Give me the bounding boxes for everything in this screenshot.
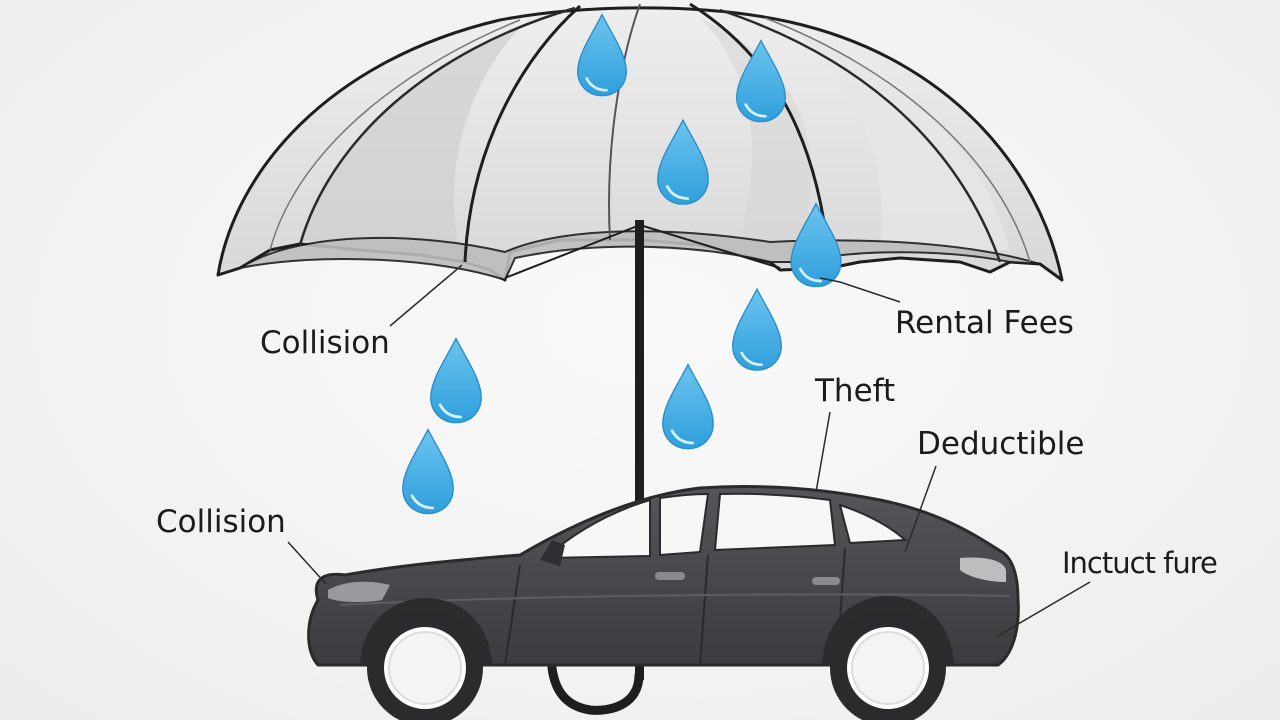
label-insurance: Inctuct fure	[1062, 546, 1218, 580]
label-collision-top: Collision	[260, 325, 390, 361]
leader-lines	[287, 264, 1091, 638]
label-theft: Theft	[815, 373, 896, 409]
raindrop-icon	[401, 428, 455, 515]
raindrop-icon	[661, 363, 715, 450]
label-collision-lower: Collision	[156, 504, 286, 540]
leader-collision-top	[389, 264, 463, 327]
label-rental-fees: Rental Fees	[895, 305, 1074, 341]
leader-deductible	[904, 465, 937, 553]
label-deductible: Deductible	[917, 426, 1085, 462]
car-icon	[307, 485, 1020, 720]
leader-collision-low	[287, 541, 327, 585]
umbrella-icon	[216, 2, 1064, 715]
raindrop-icon	[429, 337, 483, 424]
raindrop-icon	[731, 287, 783, 372]
leader-rental-fees	[819, 277, 901, 303]
leader-insurance	[995, 581, 1091, 638]
leader-theft	[815, 411, 831, 493]
